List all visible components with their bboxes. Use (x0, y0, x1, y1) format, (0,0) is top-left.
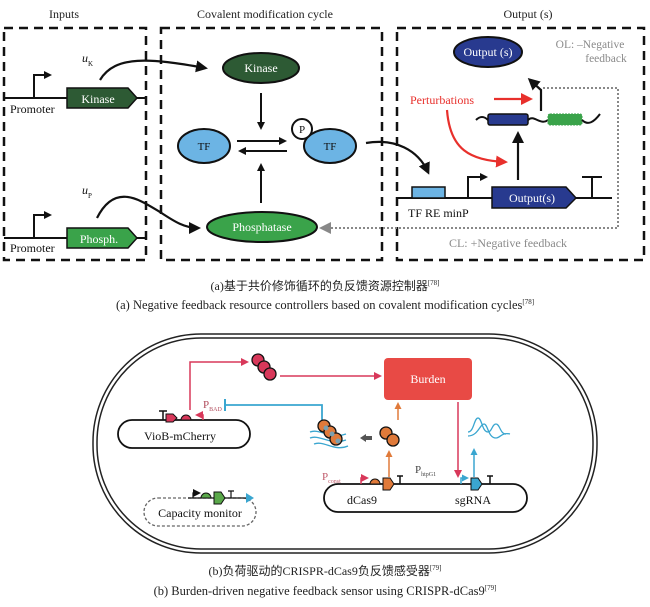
sgrna-icon (467, 417, 511, 439)
cds-gfp-icon (213, 491, 226, 505)
kinase-gene (66, 87, 139, 109)
up-arrow (96, 195, 201, 234)
cds-viob-icon (165, 413, 178, 423)
kinase-node-label: Kinase (244, 61, 277, 75)
promoter-arrow-icon (33, 211, 52, 238)
output-gene-label: Output(s) (509, 191, 555, 205)
min-promoter-arrow-icon (467, 173, 488, 198)
caption-a-en-text: (a) Negative feedback resource controlle… (115, 298, 523, 313)
dcas9-protein-icon (379, 426, 400, 447)
rbs-icon (200, 492, 212, 499)
viob-expression-arrow (189, 358, 249, 410)
phospho-group (291, 118, 313, 140)
terminator-icon (487, 475, 493, 484)
dcas9-sgrna-complex-icon (309, 419, 349, 449)
rbs-icon (369, 478, 381, 485)
caption-b-en-ref: [79] (484, 584, 497, 592)
panel-a: Inputs Covalent modification cycle Outpu… (2, 7, 646, 262)
phtpg1-promoter-icon (460, 474, 469, 484)
mcherry-protein-icon (251, 353, 277, 381)
cl-label: CL: +Negative feedback (449, 236, 567, 250)
caption-b-en-text: (b) Burden-driven negative feedback sens… (153, 584, 485, 599)
cell-outline-inner (96, 337, 594, 550)
phtpg1-label: PhtpG1 (415, 464, 436, 478)
output-protein-node (453, 36, 523, 68)
kinase-node (222, 52, 300, 84)
cds-dcas9-icon (382, 477, 395, 491)
caption-b-cn-text: (b)负荷驱动的CRISPR-dCas9负反馈感受器 (208, 564, 430, 578)
caption-a-en-ref: [78] (522, 298, 535, 306)
dcas9-label: dCas9 (347, 493, 377, 507)
terminator-icon (159, 410, 167, 420)
phospho-group-label: P (299, 124, 305, 136)
sgrna-label: sgRNA (455, 493, 491, 507)
perturbation-arrow-transcription (445, 109, 508, 168)
phosph-gene (66, 227, 139, 249)
caption-b-cn-ref: [79] (429, 564, 442, 572)
dcas9-sgrna-plasmid (323, 483, 528, 513)
cell-outline-outer (92, 333, 598, 554)
output-gene-construct: Output(s) TF RE minP (397, 173, 612, 220)
tf-response-element (411, 186, 446, 199)
uk-arrow (99, 59, 208, 81)
panel-b: Burden VioB-mCherry PBAD (92, 333, 598, 554)
terminator-icon (582, 176, 602, 198)
tf-to-re-arrow (365, 140, 430, 175)
translation-arrow (527, 77, 543, 111)
section-title-inputs: Inputs (49, 7, 79, 21)
tf-left-node (177, 128, 231, 164)
uk-label: uK (82, 51, 93, 68)
pbad-label: PBAD (203, 399, 222, 413)
phosphatase-node-label: Phosphatase (232, 220, 291, 234)
section-title-cycle: Covalent modification cycle (197, 7, 333, 21)
kinase-gene-label: Kinase (81, 92, 114, 106)
phosph-gene-label: Phosph. (80, 232, 118, 246)
sgrna-part-icon (470, 477, 483, 491)
caption-a-cn: (a)基于共价修饰循环的负反馈资源控制器[78] (0, 277, 650, 294)
complex-formation-arrow-icon (360, 434, 372, 442)
mrna (475, 113, 601, 126)
phosphatase-node (206, 211, 318, 243)
caption-b-cn: (b)负荷驱动的CRISPR-dCas9负反馈感受器[79] (0, 562, 650, 579)
caption-a-cn-ref: [78] (427, 279, 440, 287)
up-label: uP (82, 183, 92, 200)
inputs-box (2, 26, 148, 262)
tf-re-minp-label: TF RE minP (408, 206, 469, 220)
output-protein-label: Output (s) (464, 45, 513, 59)
caption-a-cn-text: (a)基于共价修饰循环的负反馈资源控制器 (210, 279, 428, 293)
burden-label: Burden (410, 372, 445, 386)
pconst-label: Pconst (322, 471, 341, 485)
output-gene (491, 186, 578, 209)
capacity-promoter-icon (192, 489, 201, 498)
cycle-box (159, 26, 384, 262)
phosph-gene-construct: Phosph. Promoter (4, 211, 146, 255)
repression-line (225, 404, 323, 423)
capacity-monitor-label: Capacity monitor (158, 506, 242, 520)
terminator-icon (397, 475, 403, 484)
tf-right-node (303, 128, 357, 164)
caption-b-en: (b) Burden-driven negative feedback sens… (0, 584, 650, 599)
viob-label: VioB-mCherry (144, 429, 216, 443)
tf-right-label: TF (324, 141, 337, 153)
kinase-gene-construct: Kinase Promoter (4, 71, 146, 116)
section-title-output: Output (s) (504, 7, 553, 21)
caption-a-en: (a) Negative feedback resource controlle… (0, 298, 650, 313)
promoter-label-2: Promoter (10, 241, 55, 255)
burden-box (384, 358, 472, 400)
tf-left-label: TF (198, 141, 211, 153)
perturbations-label: Perturbations (410, 93, 474, 107)
capacity-output-arrow-icon (246, 493, 254, 503)
feedback-loop-dotted (397, 87, 619, 229)
rbs-icon (180, 414, 192, 421)
promoter-label-1: Promoter (10, 102, 55, 116)
ol-label-line1: OL: –Negative (556, 39, 625, 51)
pconst-promoter-icon (360, 474, 369, 484)
pbad-promoter-icon (195, 411, 204, 420)
terminator-icon (228, 490, 234, 498)
ol-label-line2: feedback (585, 53, 627, 65)
promoter-arrow-icon (33, 71, 52, 98)
